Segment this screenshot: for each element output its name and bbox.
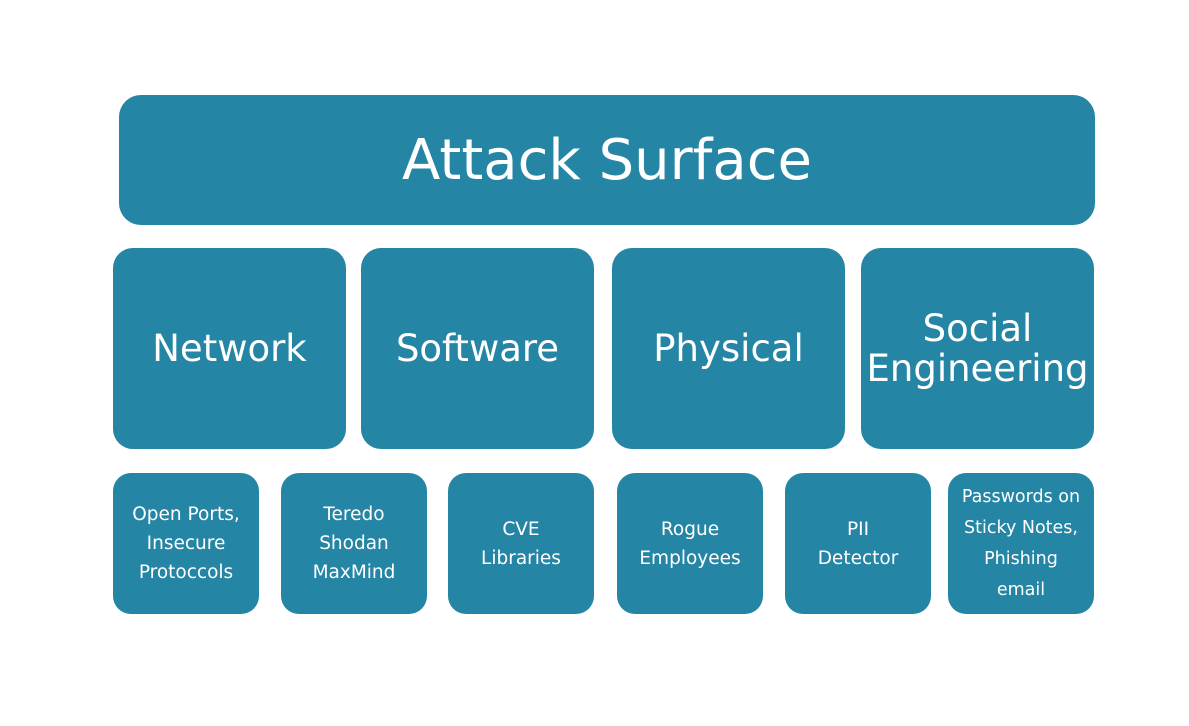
attack-surface-header: Attack Surface [119,95,1095,225]
category-physical: Physical [612,248,845,449]
item-passwords-phishing: Passwords on Sticky Notes, Phishing emai… [948,473,1094,614]
category-social-engineering: Social Engineering [861,248,1094,449]
category-network: Network [113,248,346,449]
item-rogue-employees: Rogue Employees [617,473,763,614]
item-open-ports: Open Ports, Insecure Protoccols [113,473,259,614]
item-teredo-shodan: Teredo Shodan MaxMind [281,473,427,614]
item-pii-detector: PII Detector [785,473,931,614]
category-software: Software [361,248,594,449]
item-cve-libraries: CVE Libraries [448,473,594,614]
